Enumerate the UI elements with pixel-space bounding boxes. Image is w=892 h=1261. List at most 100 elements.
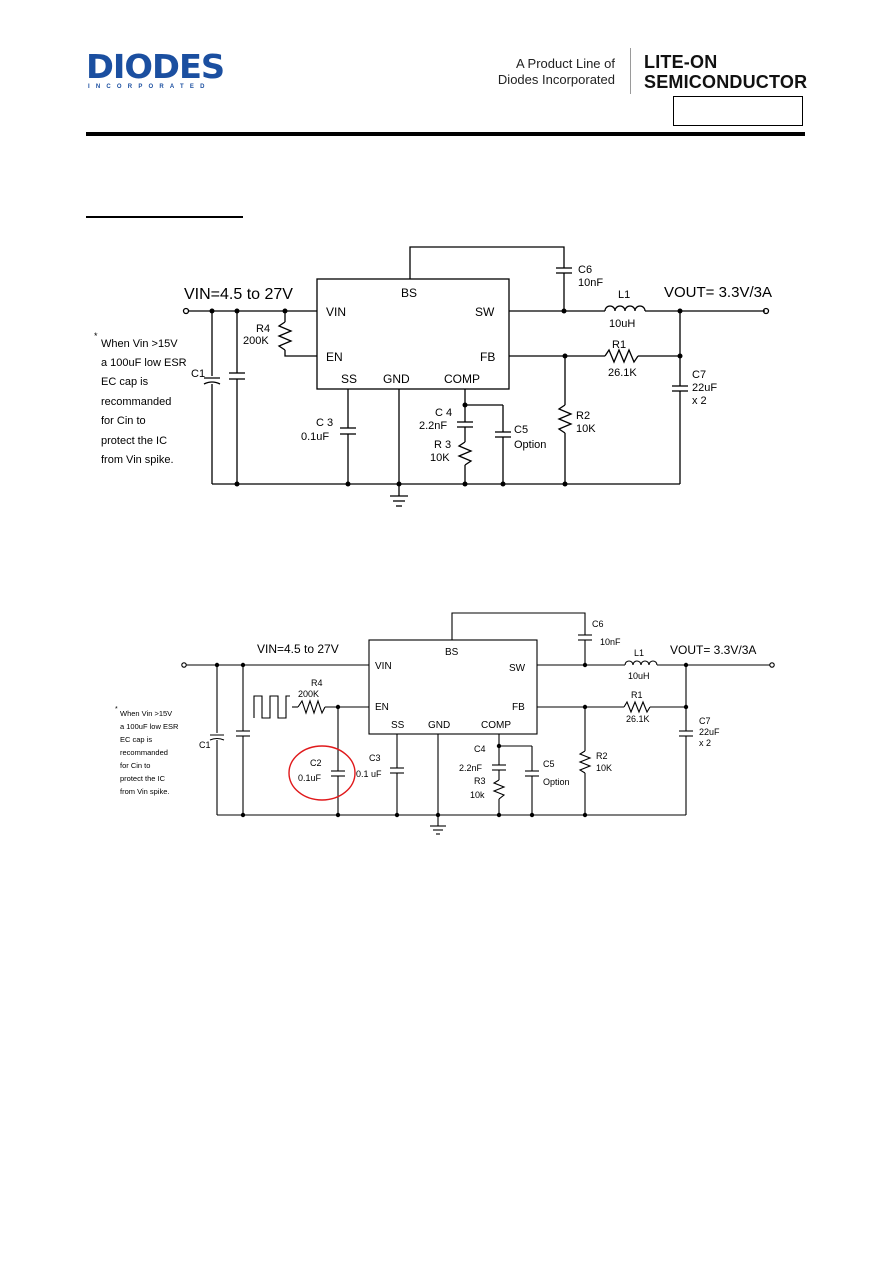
- liteon-logo: LITE-ON SEMICONDUCTOR: [644, 52, 807, 92]
- c2-r2-value: 10K: [596, 763, 612, 773]
- c1-c7-name: C7: [692, 369, 706, 381]
- c1-c1-name: C1: [191, 368, 205, 380]
- c1-r3-value: 10K: [430, 452, 450, 464]
- c1-r4-value: 200K: [243, 335, 269, 347]
- c1-l1-name: L1: [618, 289, 630, 301]
- logo-subtitle: INCORPORATED: [88, 84, 211, 90]
- c2-pin-ss: SS: [391, 720, 405, 731]
- c2-pin-gnd: GND: [428, 720, 450, 731]
- c1-note-line-4: recommanded: [101, 396, 171, 408]
- c2-note-line-5: for Cin to: [120, 761, 150, 770]
- product-line-2: Diodes Incorporated: [497, 72, 615, 87]
- c2-note-line-7: from Vin spike.: [120, 787, 169, 796]
- product-line-text: A Product Line of Diodes Incorporated: [480, 56, 615, 88]
- brand-line-2: SEMICONDUCTOR: [644, 72, 808, 92]
- c1-c5-value: Option: [514, 439, 546, 451]
- c2-c3-value: 0.1 uF: [356, 769, 382, 779]
- c2-note-asterisk: *: [115, 706, 118, 713]
- c1-note-line-2: a 100uF low ESR: [101, 357, 187, 369]
- circuit-2-labels: VIN=4.5 to 27V VOUT= 3.3V/3A BS VIN SW E…: [115, 619, 756, 800]
- c2-c2-name: C2: [310, 758, 322, 768]
- c1-pin-ss: SS: [341, 372, 357, 386]
- c2-note-line-3: EC cap is: [120, 735, 152, 744]
- c2-pin-sw: SW: [509, 663, 526, 674]
- ic-body-1: [316, 278, 510, 390]
- section-heading-underline: [86, 216, 243, 218]
- c2-highlight-circle: [288, 745, 356, 801]
- c1-c4-value: 2.2nF: [419, 420, 447, 432]
- c2-note-line-1: When Vin >15V: [120, 709, 172, 718]
- c2-l1-name: L1: [634, 648, 644, 658]
- c2-pin-comp: COMP: [481, 720, 511, 731]
- circuit-2: [181, 612, 775, 835]
- c1-c7-value: 22uF: [692, 382, 717, 394]
- c2-c6-name: C6: [592, 619, 604, 629]
- header-divider: [630, 48, 631, 94]
- c2-r1-value: 26.1K: [626, 714, 650, 724]
- c1-r2-value: 10K: [576, 423, 596, 435]
- header-rule: [86, 132, 805, 136]
- c1-note-asterisk: *: [94, 331, 98, 341]
- circuit-1: [182, 246, 770, 507]
- c1-r2-name: R2: [576, 410, 590, 422]
- brand-line-1: LITE-ON: [644, 52, 718, 72]
- c1-c7-mult: x 2: [692, 395, 707, 407]
- c1-note-line-7: from Vin spike.: [101, 454, 174, 466]
- c2-c4-value: 2.2nF: [459, 763, 483, 773]
- c1-c3-name: C 3: [316, 417, 333, 429]
- c1-vin-label: VIN=4.5 to 27V: [184, 286, 293, 303]
- c1-note-line-1: When Vin >15V: [101, 338, 178, 350]
- resistor-r4: [277, 321, 293, 351]
- c2-pin-fb: FB: [512, 702, 525, 713]
- c2-c5-value: Option: [543, 777, 570, 787]
- c1-note-line-3: EC cap is: [101, 376, 149, 388]
- c2-note-line-2: a 100uF low ESR: [120, 722, 179, 731]
- c2-c3-name: C3: [369, 753, 381, 763]
- pulse-source: [253, 695, 290, 719]
- c2-c1-name: C1: [199, 740, 211, 750]
- c1-c4-name: C 4: [435, 407, 452, 419]
- c1-pin-bs: BS: [401, 286, 417, 300]
- c2-r2-name: R2: [596, 751, 608, 761]
- c1-pin-sw: SW: [475, 305, 495, 319]
- c2-vin-label: VIN=4.5 to 27V: [257, 642, 339, 656]
- c1-pin-en: EN: [326, 350, 343, 364]
- c1-note-line-6: protect the IC: [101, 435, 167, 447]
- c1-pin-gnd: GND: [383, 372, 410, 386]
- c2-c6-value: 10nF: [600, 637, 621, 647]
- c1-c3-value: 0.1uF: [301, 431, 329, 443]
- c1-c5-name: C5: [514, 424, 528, 436]
- c1-pin-comp: COMP: [444, 372, 480, 386]
- c2-c5-name: C5: [543, 759, 555, 769]
- c2-l1-value: 10uH: [628, 671, 650, 681]
- c1-l1-value: 10uH: [609, 318, 635, 330]
- c1-c6-value: 10nF: [578, 277, 603, 289]
- c2-pin-vin: VIN: [375, 661, 392, 672]
- c1-r4-name: R4: [256, 323, 270, 335]
- c1-pin-fb: FB: [480, 350, 495, 364]
- circuit-1-labels: VIN=4.5 to 27V VOUT= 3.3V/3A BS VIN SW E…: [94, 264, 772, 466]
- c1-c6-name: C6: [578, 264, 592, 276]
- c1-note-line-5: for Cin to: [101, 415, 146, 427]
- c1-r1-value: 26.1K: [608, 367, 637, 379]
- c1-r3-name: R 3: [434, 439, 451, 451]
- c2-vout-label: VOUT= 3.3V/3A: [670, 643, 756, 657]
- c2-note-line-4: recommanded: [120, 748, 168, 757]
- product-line-1: A Product Line of: [515, 56, 615, 71]
- c2-c7-value: 22uF: [699, 727, 720, 737]
- c2-c7-mult: x 2: [699, 738, 711, 748]
- c1-pin-vin: VIN: [326, 305, 346, 319]
- c2-r4-value: 200K: [298, 689, 319, 699]
- c1-r1-name: R1: [612, 339, 626, 351]
- c2-r3-value: 10k: [470, 790, 485, 800]
- c1-vout-label: VOUT= 3.3V/3A: [664, 284, 772, 301]
- c2-pin-bs: BS: [445, 647, 459, 658]
- part-number-box: [673, 96, 803, 126]
- c2-r3-name: R3: [474, 776, 486, 786]
- diodes-logo: DIODES INCORPORATED: [86, 50, 246, 96]
- logo-wordmark: DIODES: [86, 47, 225, 86]
- ic-body-2: [368, 639, 538, 735]
- inductor-l1: [604, 305, 646, 312]
- inductor-l1-2: [624, 660, 658, 666]
